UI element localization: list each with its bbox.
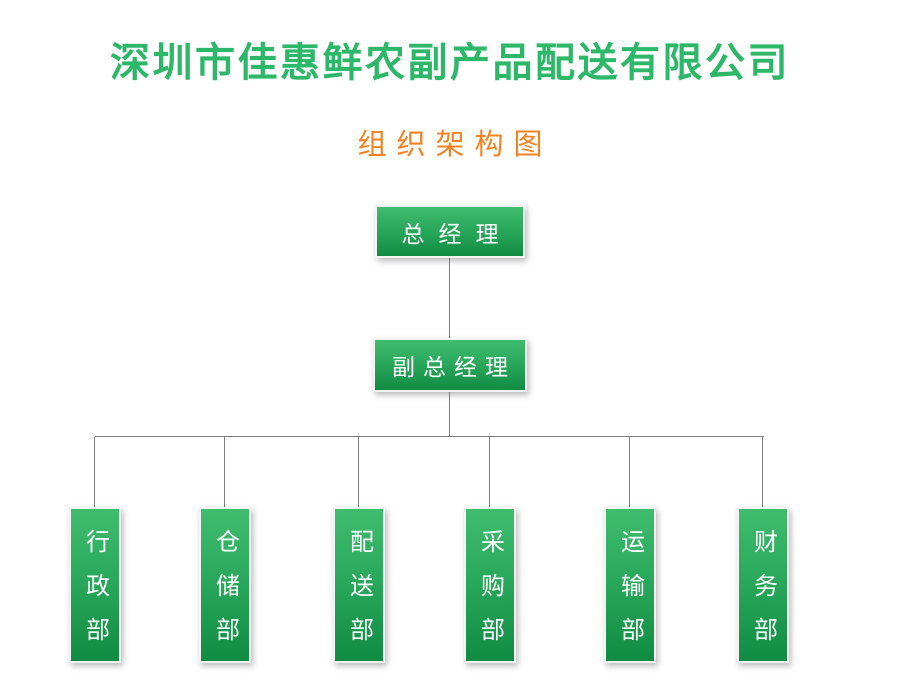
node-department-finance: 财务部	[737, 507, 789, 663]
node-department-transport: 运输部	[604, 507, 656, 663]
node-department-distribution: 配送部	[333, 507, 385, 663]
node-deputy-general-manager: 副总经理	[373, 338, 527, 392]
connector-deputy-to-rail	[449, 392, 450, 436]
connector-drop-warehouse	[224, 437, 225, 507]
connector-drop-finance	[762, 437, 763, 507]
connector-drop-transport	[629, 437, 630, 507]
node-department-purchasing: 采购部	[464, 507, 516, 663]
connector-drop-purchasing	[489, 437, 490, 507]
node-general-manager: 总经理	[375, 205, 525, 258]
chart-subtitle: 组织架构图	[357, 129, 553, 161]
node-department-admin: 行政部	[69, 507, 121, 663]
connector-drop-distribution	[358, 437, 359, 507]
connector-horizontal-rail	[95, 436, 764, 437]
company-title: 深圳市佳惠鲜农副产品配送有限公司	[110, 41, 790, 85]
connector-drop-admin	[94, 437, 95, 507]
connector-root-to-deputy	[449, 257, 450, 338]
node-department-warehouse: 仓储部	[199, 507, 251, 663]
